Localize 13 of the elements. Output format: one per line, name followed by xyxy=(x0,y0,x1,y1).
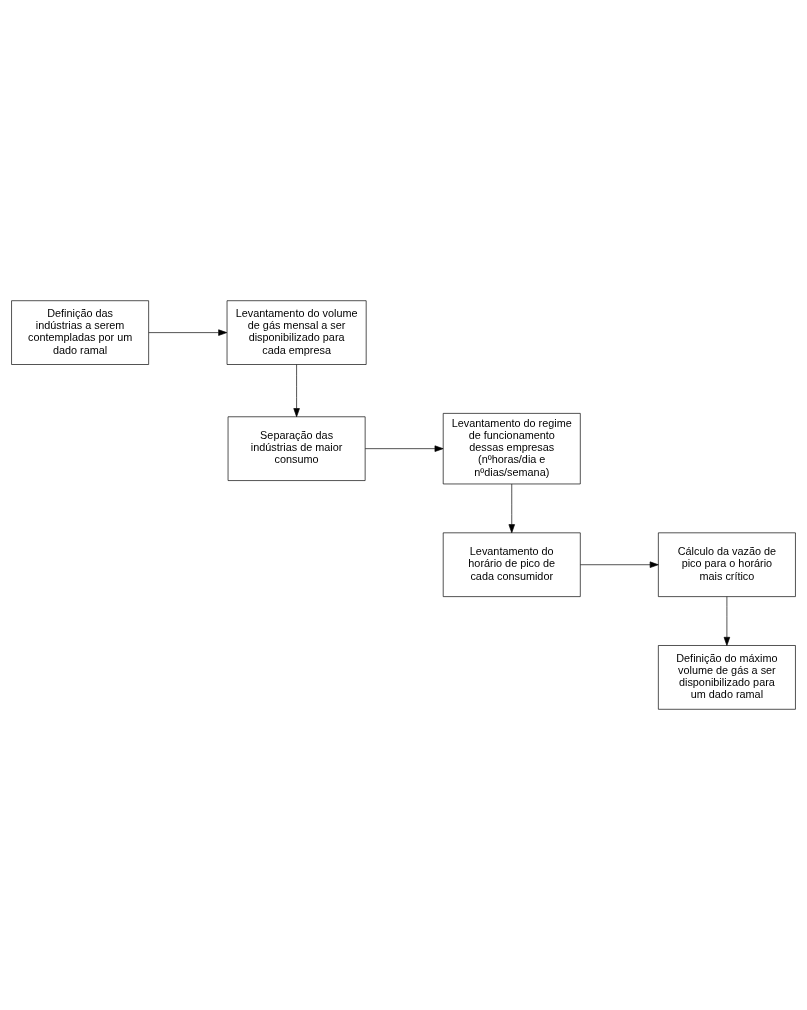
arrow xyxy=(723,596,731,646)
arrow xyxy=(364,445,444,452)
arrow xyxy=(293,364,300,418)
node-box: Levantamento do volume de gás mensal a ser disponibilizado para cada empresa xyxy=(226,300,367,365)
arrow xyxy=(148,329,228,336)
node-box: Separação das indústrias de maior consumo xyxy=(227,416,366,481)
node-box: Definição do máximo volume de gás a ser disponibilizado para um dado ramal xyxy=(658,645,796,710)
node-box: Levantamento do regime de funcionamento dessas empresas (nºhoras/dia e nºdias/semana) xyxy=(442,413,581,485)
node-box: Levantamento do horário de pico de cada consumidor xyxy=(442,532,581,597)
node-box: Cálculo da vazão de pico para o horário mais crítico xyxy=(658,532,796,597)
arrow xyxy=(580,561,659,568)
arrow xyxy=(508,483,515,534)
node-box: Definição das indústrias a serem contempladas por um dado ramal xyxy=(11,300,149,365)
